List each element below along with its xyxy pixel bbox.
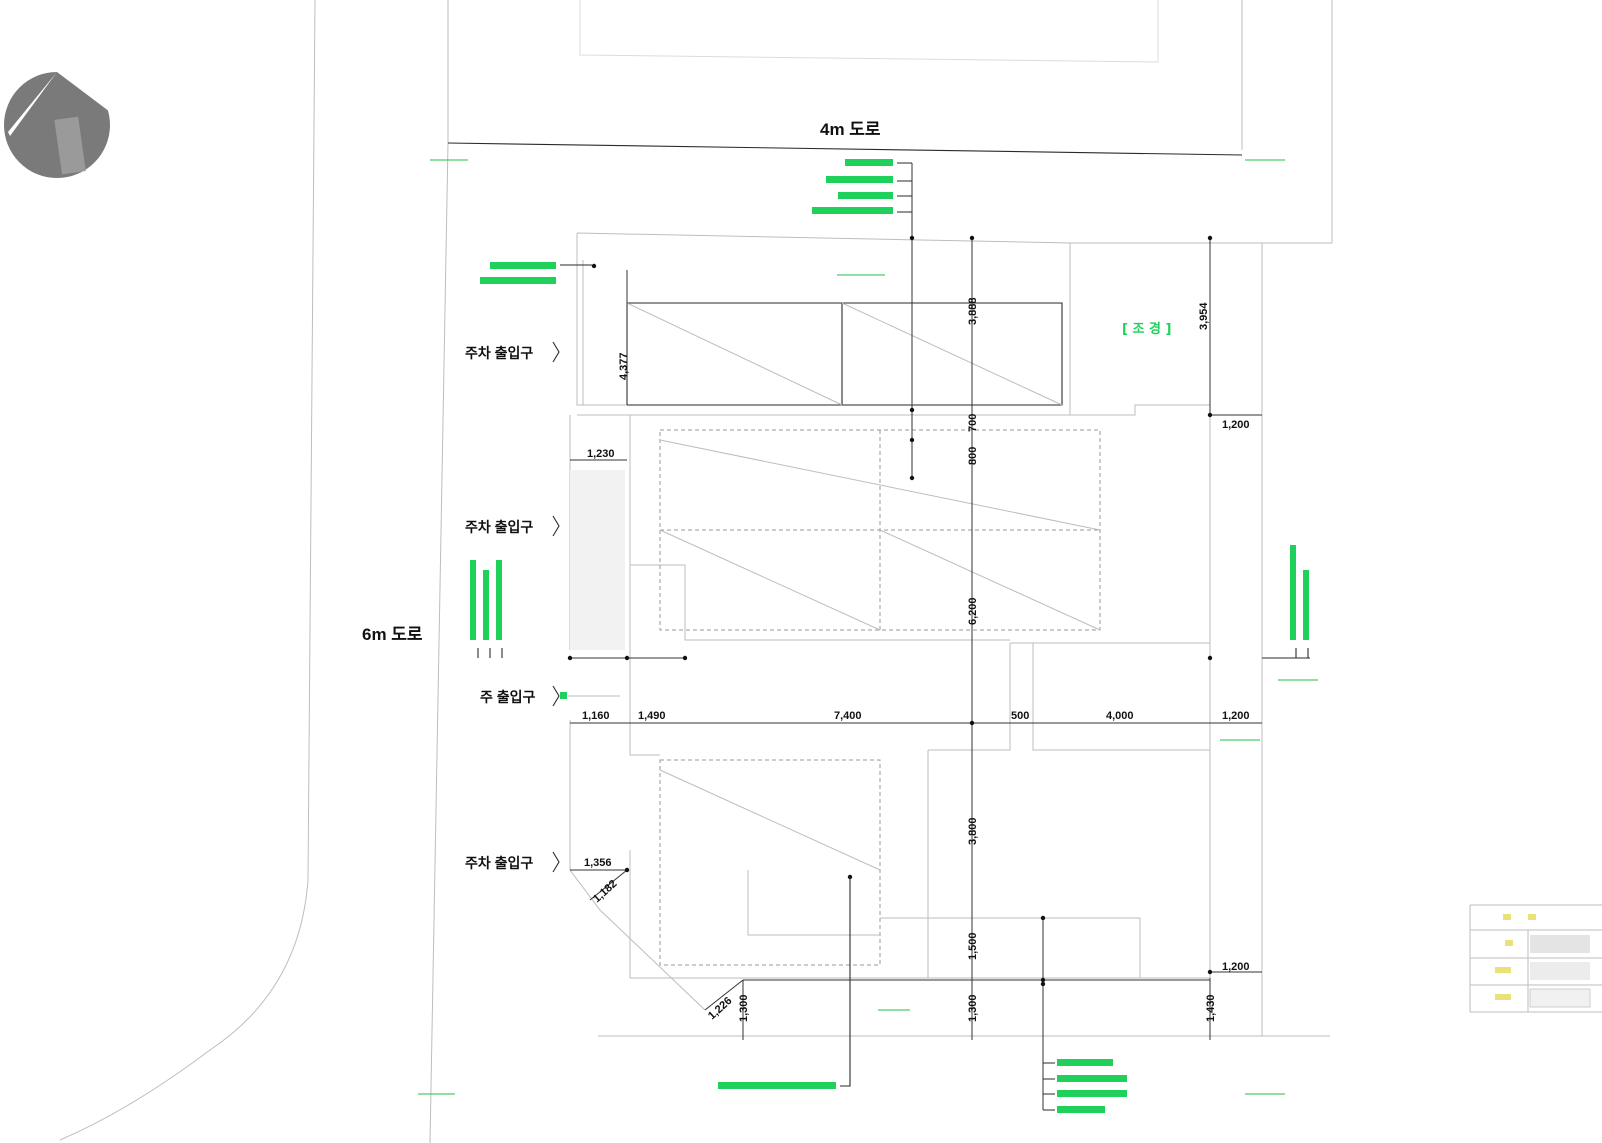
dim-1230: 1,230 [587,448,615,460]
svg-text:주 출입구: 주 출입구 [480,689,536,705]
dim-1182: 1,182 [591,878,619,905]
dim-700: 700 [967,414,979,432]
dim-6200: 6,200 [967,597,979,625]
svg-text:주차 출입구: 주차 출입구 [465,855,533,871]
dimension-lines [570,163,1262,1110]
svg-text:주차 출입구: 주차 출입구 [465,519,533,535]
entrance-arrow-icon [552,515,560,537]
annotation-leaders [418,159,1318,1111]
dim-1300-a: 1,300 [738,994,750,1022]
dim-500: 500 [1011,710,1029,722]
dimension-texts: 3,888 3,954 4,377 700 800 1,230 1,200 6,… [582,297,1250,1022]
context-lines [59,0,1333,1143]
dim-1200-bot: 1,200 [1222,961,1250,973]
dim-4000: 4,000 [1106,710,1134,722]
svg-text:주차 출입구: 주차 출입구 [465,345,533,361]
dim-1430: 1,430 [1205,994,1217,1022]
green-note-marks [470,159,1309,1113]
dim-800: 800 [967,447,979,465]
parking-entrance-1: 주차 출입구 [465,341,560,363]
dim-1356: 1,356 [584,857,612,869]
dimension-dots [567,235,1213,987]
dim-1200-mid: 1,200 [1222,710,1250,722]
parking-entrance-2: 주차 출입구 [465,515,560,537]
dim-4377: 4,377 [618,352,630,380]
dim-3954: 3,954 [1198,302,1210,330]
dim-1300-b: 1,300 [967,994,979,1022]
entrance-arrow-icon [552,341,560,363]
north-road-label: 4m 도로 [820,120,881,139]
building-footprint [569,232,1211,1011]
west-road-label: 6m 도로 [362,625,423,644]
entrance-marker-icon [560,692,567,699]
dim-1500: 1,500 [967,932,979,960]
north-compass-icon [4,72,118,178]
entrance-arrow-icon [552,685,560,707]
dim-1200-top: 1,200 [1222,419,1250,431]
dim-3888: 3,888 [967,297,979,325]
dim-1226: 1,226 [706,995,734,1022]
entrance-arrow-icon [552,851,560,873]
dim-7400: 7,400 [834,710,862,722]
parking-entrance-3: 주차 출입구 [465,851,560,873]
legend-table [1469,904,1602,1013]
landscape-label: [ 조 경 ] [1122,321,1171,337]
dim-1490: 1,490 [638,710,666,722]
main-entrance: 주 출입구 [480,685,620,707]
dim-1160: 1,160 [582,710,610,722]
dim-3800: 3,800 [967,817,979,845]
